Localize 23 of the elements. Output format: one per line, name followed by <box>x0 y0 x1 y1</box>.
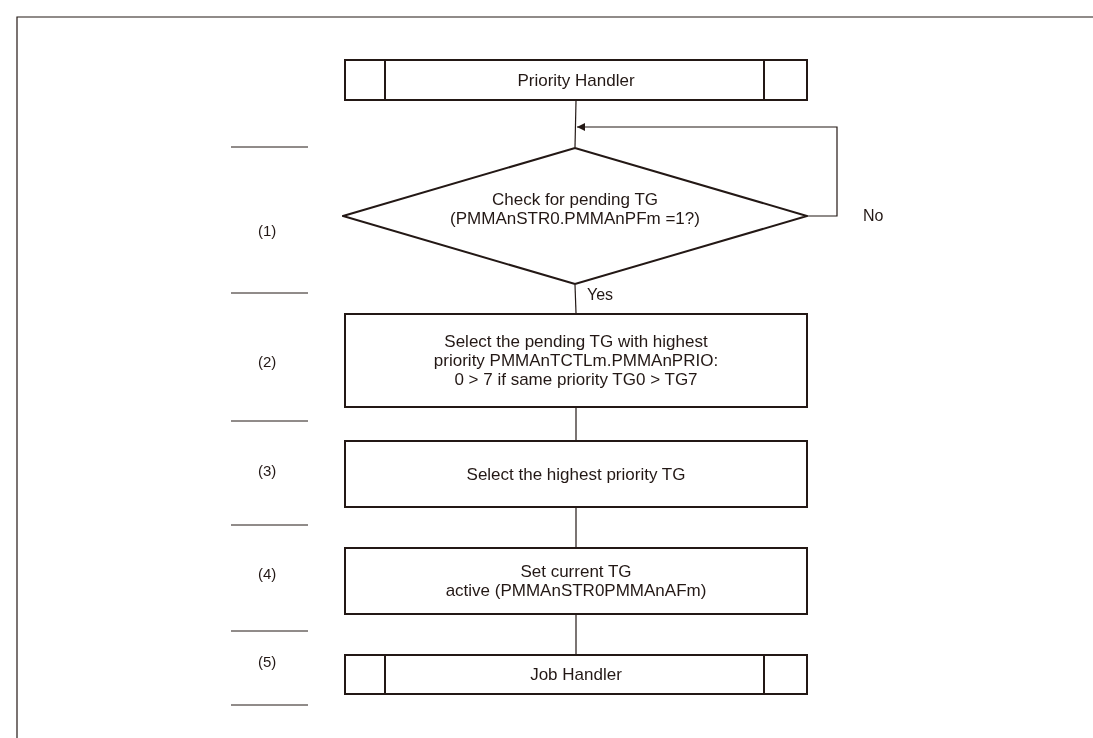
step-number: (5) <box>258 653 277 670</box>
step-text: Job Handler <box>530 665 622 684</box>
subroutine-box <box>344 654 808 695</box>
connector-line <box>574 100 577 148</box>
arrow <box>576 123 838 217</box>
step-number: (3) <box>258 462 277 479</box>
decision-diamond <box>342 147 808 285</box>
decision-text: Check for pending TG (PMMAnSTR0.PMMAnPFm =1?) <box>449 190 701 228</box>
connector-line <box>574 284 577 314</box>
subroutine-box <box>344 59 808 101</box>
step-text: Select the pending TG with highest priority PMMAnTCTLm.PMMAnPRIO: 0 > 7 if same priority TG0 > TG7 <box>432 332 720 389</box>
step-number: (1) <box>258 222 277 239</box>
process-box <box>344 313 808 408</box>
process-box <box>344 547 808 615</box>
step-number: (4) <box>258 565 277 582</box>
step-text: Set current TG active (PMMAnSTR0PMMAnAFm) <box>444 562 708 600</box>
connector-line <box>575 614 577 655</box>
step-number: (2) <box>258 353 277 370</box>
connector-line <box>575 507 577 548</box>
connector-line <box>575 407 577 441</box>
process-box <box>344 440 808 508</box>
step-text: Priority Handler <box>517 70 635 90</box>
step-text: Select the highest priority TG <box>466 464 686 484</box>
